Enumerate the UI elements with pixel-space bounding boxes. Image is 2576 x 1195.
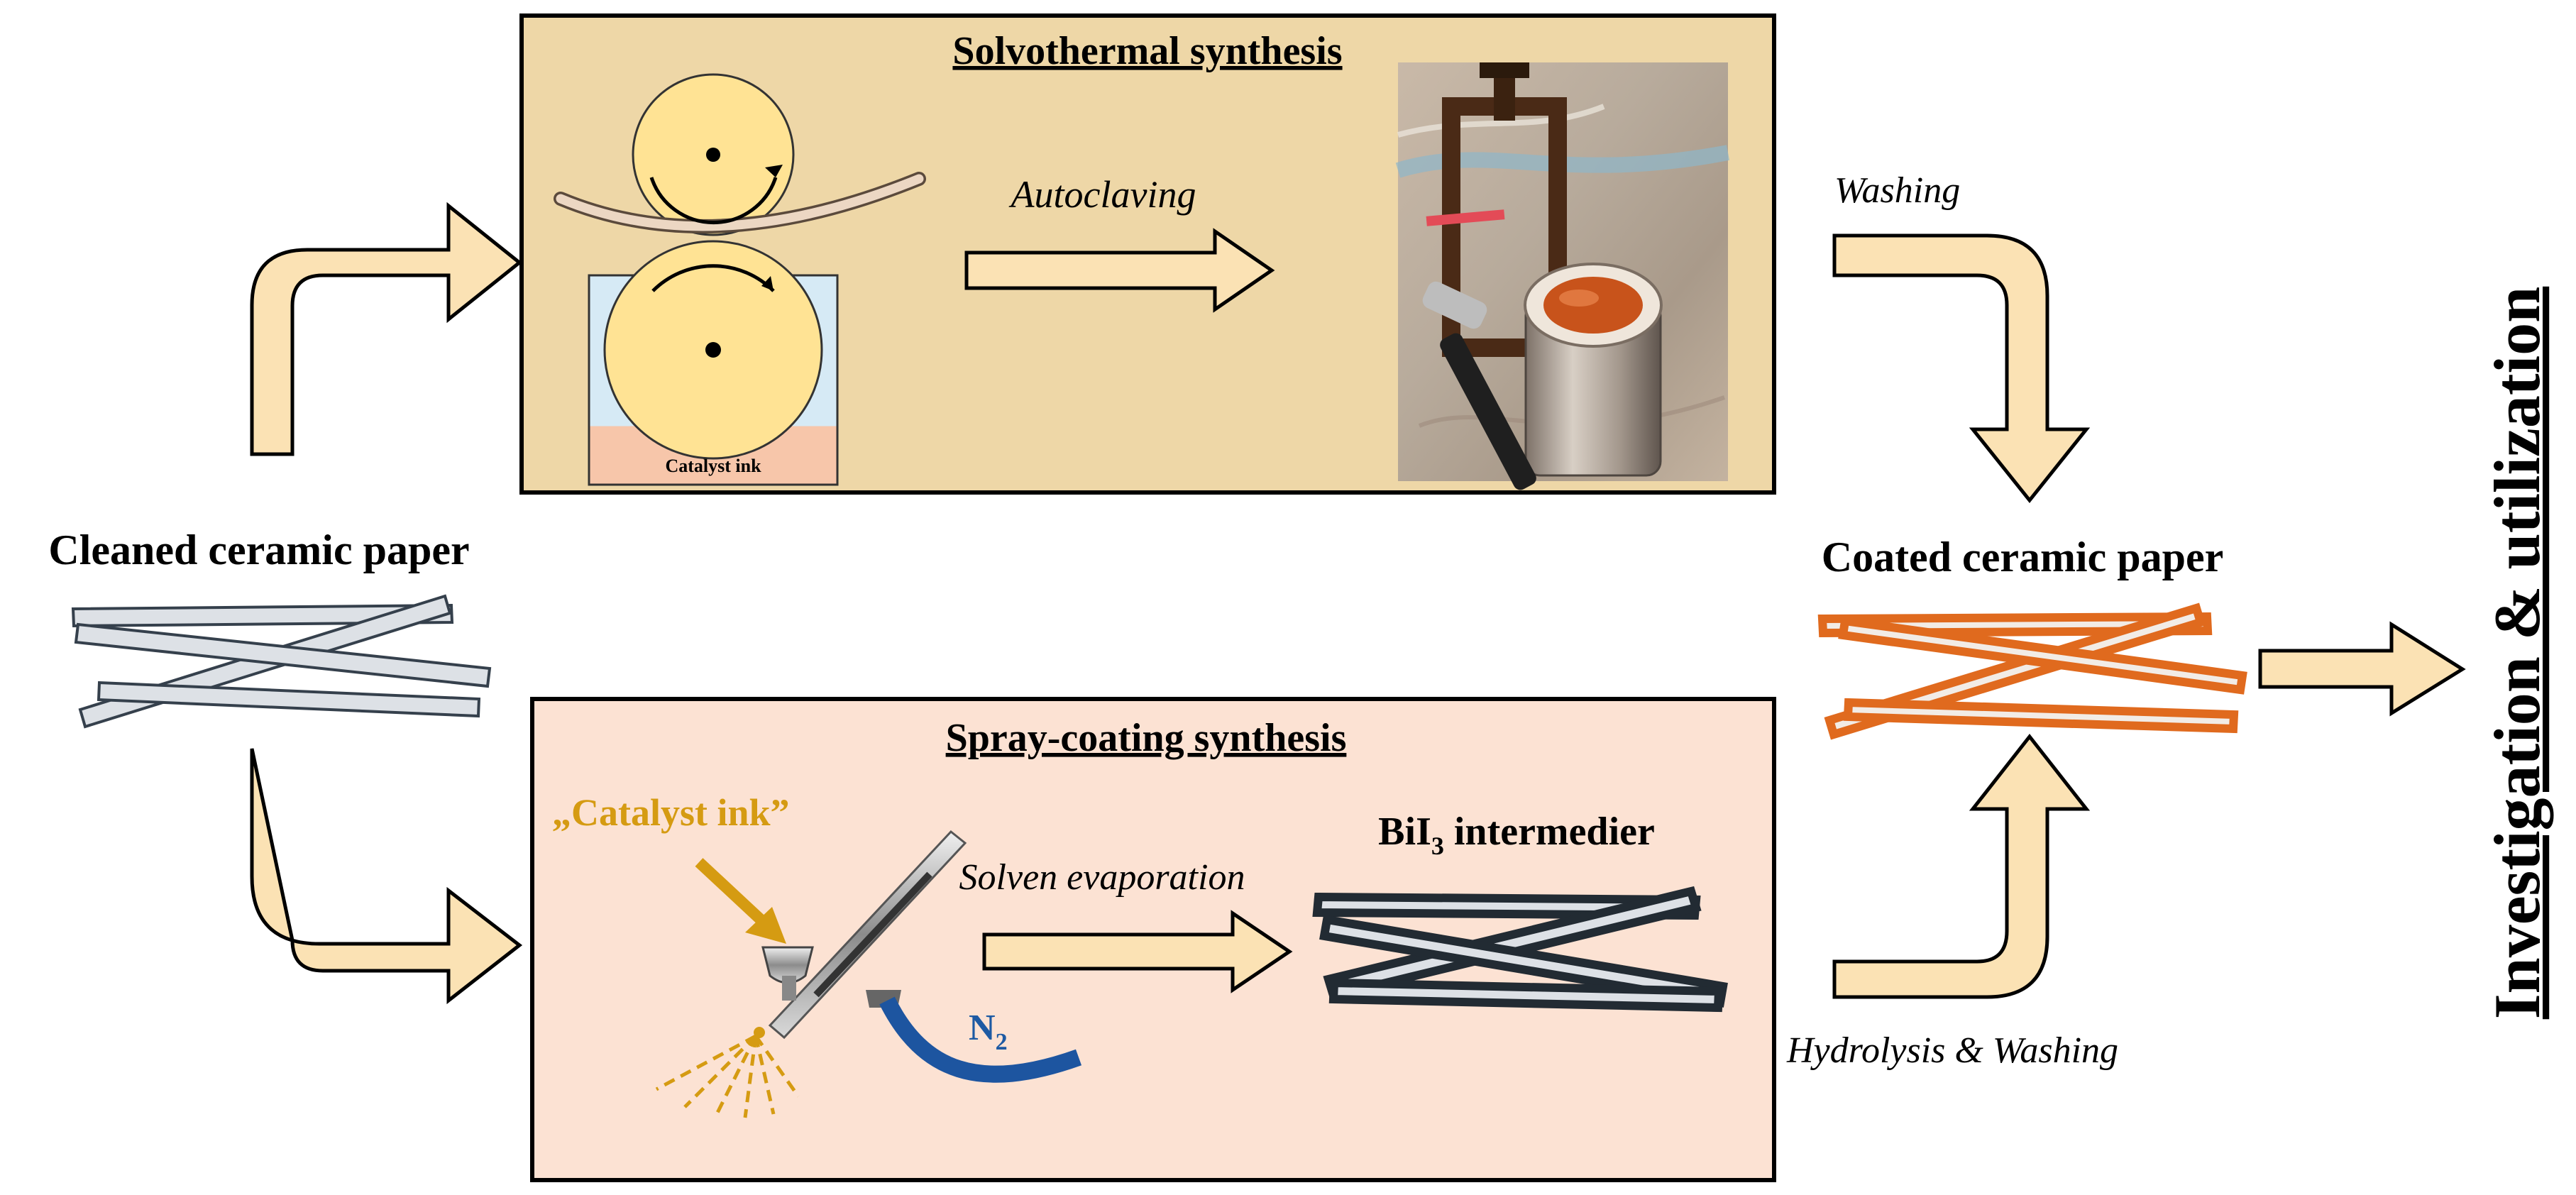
- spray-ink-label: „Catalyst ink”: [552, 791, 790, 834]
- ink-pointer-arrow-shaft: [695, 858, 765, 924]
- washing-label: Washing: [1834, 170, 1960, 211]
- arrow-to-spray: [250, 748, 523, 1005]
- dip-coating-icon: Catalyst ink: [554, 73, 926, 486]
- evaporation-label: Solven evaporation: [959, 857, 1245, 898]
- gas-hose-icon: [879, 996, 1082, 1083]
- arrow-to-investigation: [2258, 621, 2466, 717]
- arrow-to-solvothermal: [250, 202, 523, 456]
- ink-pointer-arrow-head: [745, 907, 786, 944]
- washing-arrow: [1832, 233, 2091, 504]
- cleaned-paper-icon: [71, 594, 492, 729]
- bii3-paper-icon: [1312, 886, 1728, 1013]
- bii3-label: BiI3 intermedier: [1378, 810, 1655, 860]
- spray-mist-icon: [655, 1034, 800, 1118]
- autoclaving-arrow: [964, 228, 1275, 313]
- spray-panel: Spray-coating synthesis „Catalyst ink” N…: [530, 697, 1776, 1182]
- evaporation-arrow: [982, 910, 1293, 993]
- solvothermal-panel: Solvothermal synthesis Catalyst ink Auto…: [519, 13, 1776, 495]
- coated-paper-icon: [1817, 602, 2247, 740]
- hydrolysis-label: Hydrolysis & Washing: [1786, 1030, 2118, 1071]
- spray-title: Spray-coating synthesis: [946, 716, 1347, 760]
- investigation-label: Investigation & utilization: [2481, 287, 2553, 1019]
- autoclaving-label: Autoclaving: [1009, 173, 1196, 216]
- coated-paper-label: Coated ceramic paper: [1822, 534, 2223, 580]
- hydrolysis-arrow: [1832, 733, 2091, 999]
- ceramic-strip-icon: [556, 174, 924, 231]
- catalyst-ink-label: Catalyst ink: [665, 456, 761, 476]
- solvothermal-title: Solvothermal synthesis: [952, 29, 1342, 73]
- cleaned-paper-label: Cleaned ceramic paper: [48, 527, 469, 573]
- autoclave-photo: [1395, 62, 1730, 490]
- n2-label: N2: [969, 1008, 1008, 1055]
